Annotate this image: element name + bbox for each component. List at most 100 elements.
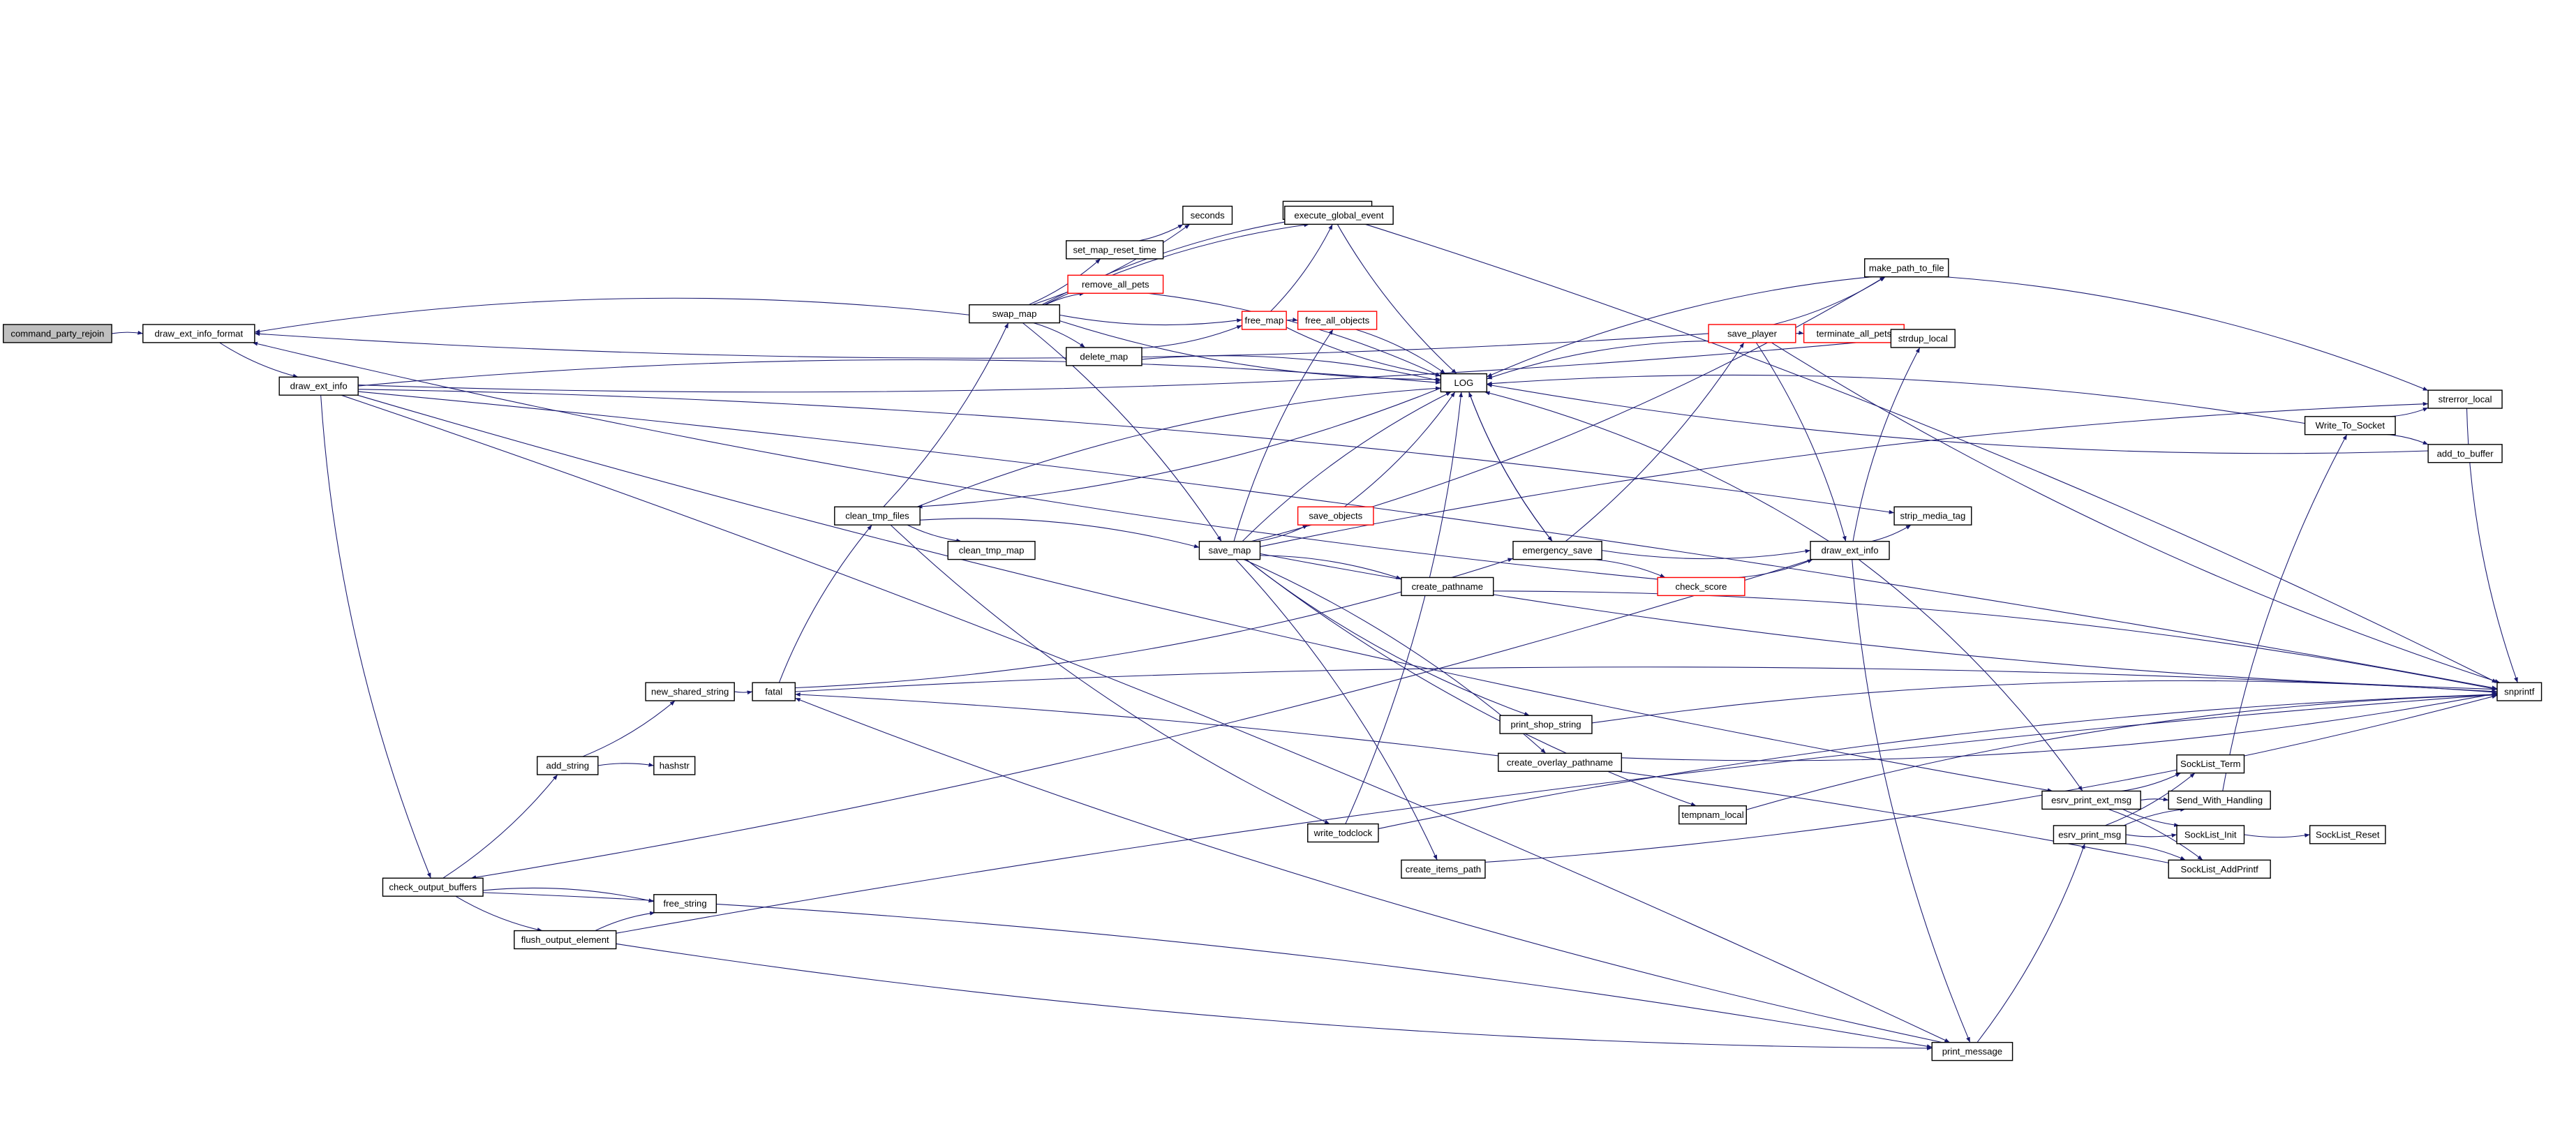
node-make-path-to-file[interactable]: make_path_to_file [1864, 258, 1949, 278]
node-socklist-reset[interactable]: SockList_Reset [2309, 825, 2386, 844]
node-create-items-path[interactable]: create_items_path [1401, 859, 1486, 879]
edge-add_to_buffer-to-LOG [1487, 383, 2429, 454]
node-box [1401, 859, 1486, 879]
node-label: save_objects [1309, 511, 1362, 521]
edge-draw_ext_info_l-to-strdup_local [358, 338, 1891, 393]
edge-delete_map-to-free_map [1141, 325, 1242, 349]
node-emergency-save[interactable]: emergency_save [1512, 540, 1602, 560]
edge-check_score-to-draw_ext_info_format [252, 341, 1658, 580]
node-box [1307, 823, 1379, 843]
node-label: Write_To_Socket [2316, 420, 2385, 431]
node-print-message[interactable]: print_message [1931, 1041, 2013, 1062]
edge-free_all_objects-to-LOG [1355, 329, 1446, 375]
node-write-to-socket[interactable]: Write_To_Socket [2304, 416, 2396, 435]
node-box [1066, 347, 1142, 366]
node-socklist-addprintf[interactable]: SockList_AddPrintf [2168, 859, 2271, 879]
node-execute-global-event[interactable]: execute_global_event [1284, 205, 1394, 225]
node-set-map-reset-time[interactable]: set_map_reset_time [1066, 240, 1164, 260]
edge-swap_map-to-LOG [1059, 320, 1441, 382]
node-box [2427, 389, 2503, 409]
node-esrv-print-ext-msg[interactable]: esrv_print_ext_msg [2041, 790, 2141, 810]
node-box [278, 376, 359, 396]
node-socklist-term[interactable]: SockList_Term [2176, 754, 2245, 774]
node-delete-map[interactable]: delete_map [1066, 347, 1142, 366]
node-hashstr[interactable]: hashstr [653, 756, 696, 775]
edge-save_map-to-strerror_local [1260, 401, 2429, 547]
node-seconds[interactable]: seconds [1182, 205, 1233, 225]
edge-clean_tmp_files-to-write_todclock [890, 524, 1330, 825]
node-box [1678, 805, 1747, 825]
node-send-with-handling[interactable]: Send_With_Handling [2168, 790, 2271, 810]
node-print-shop-string[interactable]: print_shop_string [1499, 715, 1593, 734]
node-terminate-all-pets[interactable]: terminate_all_pets [1803, 324, 1905, 343]
node-save-player[interactable]: save_player [1708, 324, 1796, 343]
edge-save_player-to-make_path_to_file [1773, 276, 1886, 325]
node-draw-ext-info-format[interactable]: draw_ext_info_format [142, 324, 255, 343]
edge-set_map_reset_time-to-seconds [1138, 223, 1184, 241]
edge-draw_ext_info_l-to-check_output_buffers [320, 395, 431, 879]
node-box [2309, 825, 2386, 844]
edge-fatal-to-clean_tmp_files [778, 524, 872, 683]
node-box [1401, 576, 1494, 597]
edge-draw_ext_info_l-to-print_message [341, 394, 1950, 1043]
node-create-pathname[interactable]: create_pathname [1401, 576, 1494, 597]
node-label: set_map_reset_time [1073, 244, 1156, 255]
node-box [2427, 444, 2503, 463]
node-box [2041, 790, 2141, 810]
node-remove-all-pets[interactable]: remove_all_pets [1067, 274, 1164, 294]
node-new-shared-string[interactable]: new_shared_string [645, 682, 735, 701]
edge-draw_ext_info_r-to-check_output_buffers [470, 559, 1812, 879]
node-free-string[interactable]: free_string [653, 894, 717, 914]
node-fatal[interactable]: fatal [752, 682, 796, 701]
node-esrv-print-msg[interactable]: esrv_print_msg [2053, 825, 2127, 844]
node-check-score[interactable]: check_score [1657, 576, 1745, 597]
node-label: execute_global_event [1294, 210, 1384, 221]
node-box [1864, 258, 1949, 278]
node-socklist-init[interactable]: SockList_Init [2176, 825, 2245, 844]
node-write-todclock[interactable]: write_todclock [1307, 823, 1379, 843]
node-log[interactable]: LOG [1440, 373, 1488, 393]
node-clean-tmp-map[interactable]: clean_tmp_map [947, 540, 1036, 560]
node-tempnam-local[interactable]: tempnam_local [1678, 805, 1747, 825]
edge-esrv_print_ext_msg-to-Send_With_Handling [2141, 797, 2169, 802]
node-flush-output-element[interactable]: flush_output_element [514, 930, 617, 950]
node-label: SockList_Term [2180, 759, 2240, 769]
node-add-to-buffer[interactable]: add_to_buffer [2427, 444, 2503, 463]
node-create-overlay-pathname[interactable]: create_overlay_pathname [1498, 752, 1623, 772]
edge-Send_With_Handling-to-Write_To_Socket [2222, 434, 2348, 791]
node-free-all-objects[interactable]: free_all_objects [1297, 311, 1378, 330]
node-command-party-rejoin[interactable]: command_party_rejoin [3, 324, 112, 343]
edge-make_path_to_file-to-LOG [1487, 276, 1872, 378]
node-clean-tmp-files[interactable]: clean_tmp_files [834, 506, 921, 526]
node-strip-media-tag[interactable]: strip_media_tag [1893, 506, 1972, 526]
node-box [1067, 274, 1164, 294]
node-label: free_map [1245, 315, 1284, 326]
edge-SockList_AddPrintf-to-fatal [795, 692, 2169, 863]
node-label: delete_map [1080, 351, 1128, 362]
node-strerror-local[interactable]: strerror_local [2427, 389, 2503, 409]
node-box [1241, 311, 1287, 330]
node-box [2053, 825, 2127, 844]
node-save-map[interactable]: save_map [1198, 540, 1261, 560]
edge-Write_To_Socket-to-strerror_local [2389, 407, 2429, 417]
edge-swap_map-to-remove_all_pets [1045, 292, 1085, 306]
edge-create_pathname-to-snprintf [1493, 590, 2498, 691]
edge-delete_map-to-LOG [1141, 355, 1441, 382]
edge-free_map-to-LOG [1286, 327, 1441, 378]
edge-free_map-to-execute_global_event [1270, 224, 1333, 312]
node-free-map[interactable]: free_map [1241, 311, 1287, 330]
node-snprintf[interactable]: snprintf [2496, 682, 2543, 701]
node-check-output-buffers[interactable]: check_output_buffers [382, 877, 484, 897]
node-draw-ext-info-l[interactable]: draw_ext_info [278, 376, 359, 396]
edge-save_player-to-snprintf [1771, 342, 2501, 683]
node-add-string[interactable]: add_string [537, 756, 599, 775]
node-swap-map[interactable]: swap_map [969, 304, 1061, 324]
node-label: create_items_path [1406, 864, 1481, 874]
node-box [645, 682, 735, 701]
node-draw-ext-info-r[interactable]: draw_ext_info [1810, 540, 1890, 560]
node-save-objects[interactable]: save_objects [1297, 506, 1374, 526]
node-box [1297, 506, 1374, 526]
edge-flush_output_element-to-print_message [616, 943, 1933, 1050]
node-strdup-local[interactable]: strdup_local [1890, 329, 1956, 348]
node-label: SockList_AddPrintf [2181, 864, 2259, 874]
